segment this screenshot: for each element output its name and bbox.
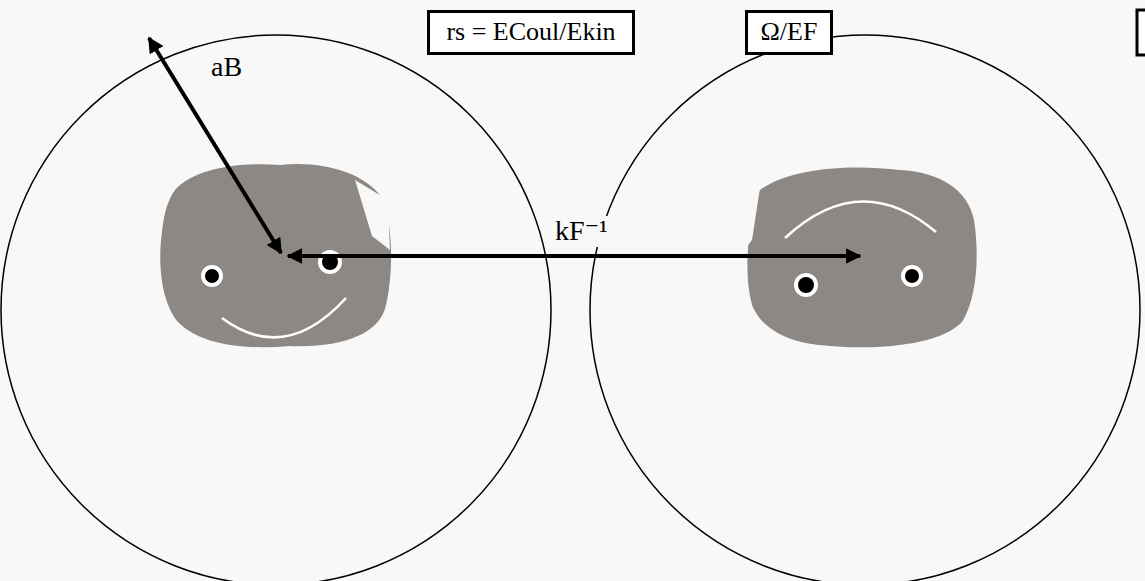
symbol-label: aB bbox=[208, 52, 245, 83]
formula-text: Ω/EF bbox=[761, 18, 818, 47]
symbol-label: kF⁻¹ bbox=[552, 216, 611, 247]
formula-box: rs = ECoul/Ekin bbox=[427, 10, 635, 55]
radius-arrow bbox=[149, 38, 281, 253]
formula-text: rs = ECoul/Ekin bbox=[446, 18, 615, 47]
orbit-circle bbox=[590, 35, 1140, 581]
formula-box: Ω/EF bbox=[745, 10, 833, 55]
cut-off-box bbox=[1137, 10, 1145, 55]
distance-arrow bbox=[288, 254, 860, 258]
orbit-circle bbox=[1, 35, 551, 581]
